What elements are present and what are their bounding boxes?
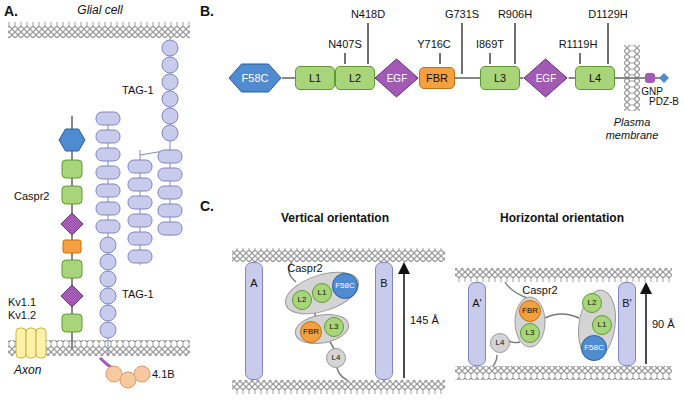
domain-circle: L2: [292, 290, 312, 310]
domain-circle: F58C: [332, 273, 358, 299]
label: R1119H: [559, 38, 598, 51]
protein-41b: [100, 358, 150, 388]
label: Glial cell: [77, 4, 122, 18]
domain-circle: FBR: [519, 300, 541, 322]
domain-shape: L1: [295, 66, 335, 90]
label: B.: [200, 3, 214, 19]
label: N418D: [351, 8, 385, 21]
domain-label: FBR: [303, 328, 319, 337]
label: Axon: [14, 364, 41, 378]
domain-label: F58C: [335, 282, 355, 291]
label: Plasma membrane: [597, 116, 667, 141]
domain-circle: L1: [592, 315, 612, 335]
tag1-glial: [128, 38, 182, 265]
mutation-leaders: [345, 23, 608, 74]
label: TAG-1: [122, 84, 154, 97]
domain-label: L3: [494, 72, 506, 84]
domain-linker: [282, 77, 295, 79]
caspr2-linkers: [289, 262, 579, 380]
label: Kv1.2: [8, 309, 36, 322]
domain-label: F58C: [242, 72, 269, 84]
domain-shape: EGF: [523, 58, 568, 98]
label: A.: [4, 3, 18, 19]
domain-label: EGF: [387, 73, 408, 84]
label: Horizontal orientation: [500, 212, 624, 226]
domain-label: L4: [589, 72, 601, 84]
domain-label: A': [472, 297, 481, 309]
domain-circle: L4: [490, 333, 510, 353]
gnp-motif: [645, 73, 655, 83]
domain-shape: L3: [480, 66, 520, 90]
domain-label: L1: [309, 72, 321, 84]
caspr2-chain: [59, 116, 85, 350]
domain-circle: L1: [312, 283, 332, 303]
membrane: [455, 366, 672, 380]
domain-shape: L2: [335, 66, 375, 90]
label: TAG-1: [122, 288, 154, 301]
membrane: [232, 248, 445, 262]
domain-label: L1: [318, 289, 327, 298]
label: 4.1B: [152, 368, 175, 381]
domain-circle: L3: [324, 317, 344, 337]
label: Caspr2: [14, 190, 49, 203]
partner-box: B: [375, 262, 393, 380]
domain-shape: EGF: [374, 58, 419, 98]
domain-label: B: [380, 277, 387, 289]
domain-linker: [520, 77, 523, 79]
kv-channel: [16, 328, 46, 358]
domain-label: L2: [349, 72, 361, 84]
domain-label: L3: [330, 323, 339, 332]
domain-label: L4: [332, 354, 341, 363]
dimension-arrow: [403, 268, 405, 378]
label: D1129H: [588, 8, 628, 21]
domain-label: L3: [526, 329, 535, 338]
label: 90 Å: [652, 318, 675, 331]
label: GNP: [641, 86, 663, 98]
label: Caspr2: [522, 284, 557, 297]
domain-label: FBR: [522, 307, 538, 316]
domain-linker: [455, 77, 480, 79]
domain-circle: L2: [582, 293, 602, 313]
label: R906H: [498, 8, 532, 21]
glial-membrane: [8, 22, 190, 38]
domain-label: A: [250, 277, 257, 289]
membrane: [455, 268, 672, 282]
partner-box: A': [468, 282, 486, 366]
domain-label: F58C: [584, 344, 604, 353]
label: Caspr2: [287, 262, 322, 275]
label: I869T: [476, 38, 504, 51]
domain-label: B': [622, 297, 631, 309]
domain-label: L4: [496, 339, 505, 348]
domain-shape: F58C: [228, 63, 282, 93]
plasma-membrane: [624, 45, 640, 111]
label: C.: [200, 198, 214, 214]
domain-label: EGF: [536, 73, 557, 84]
label: Y716C: [417, 38, 451, 51]
domain-ellipses: [280, 264, 619, 362]
domain-label: L2: [588, 299, 597, 308]
domain-label: L2: [298, 296, 307, 305]
label: 145 Å: [410, 314, 439, 327]
label: PDZ-B: [649, 96, 679, 108]
partner-box: B': [618, 282, 636, 366]
label: Vertical orientation: [281, 212, 389, 226]
dimension-arrow: [645, 288, 647, 364]
domain-label: L1: [598, 321, 607, 330]
domain-circle: F58C: [581, 335, 607, 361]
domain-circle: FBR: [300, 321, 322, 343]
domain-shape: FBR: [419, 67, 455, 89]
domain-label: FBR: [426, 72, 448, 84]
partner-box: A: [245, 262, 263, 380]
domain-shape: L4: [575, 66, 615, 90]
membrane: [232, 380, 445, 394]
tag1-axonal: [96, 112, 120, 356]
domain-circle: L4: [326, 348, 346, 368]
label: G731S: [445, 8, 479, 21]
label: Kv1.1: [8, 296, 36, 309]
domain-circle: L3: [520, 323, 540, 343]
label: N407S: [328, 38, 362, 51]
pdz-motif: [659, 73, 669, 83]
